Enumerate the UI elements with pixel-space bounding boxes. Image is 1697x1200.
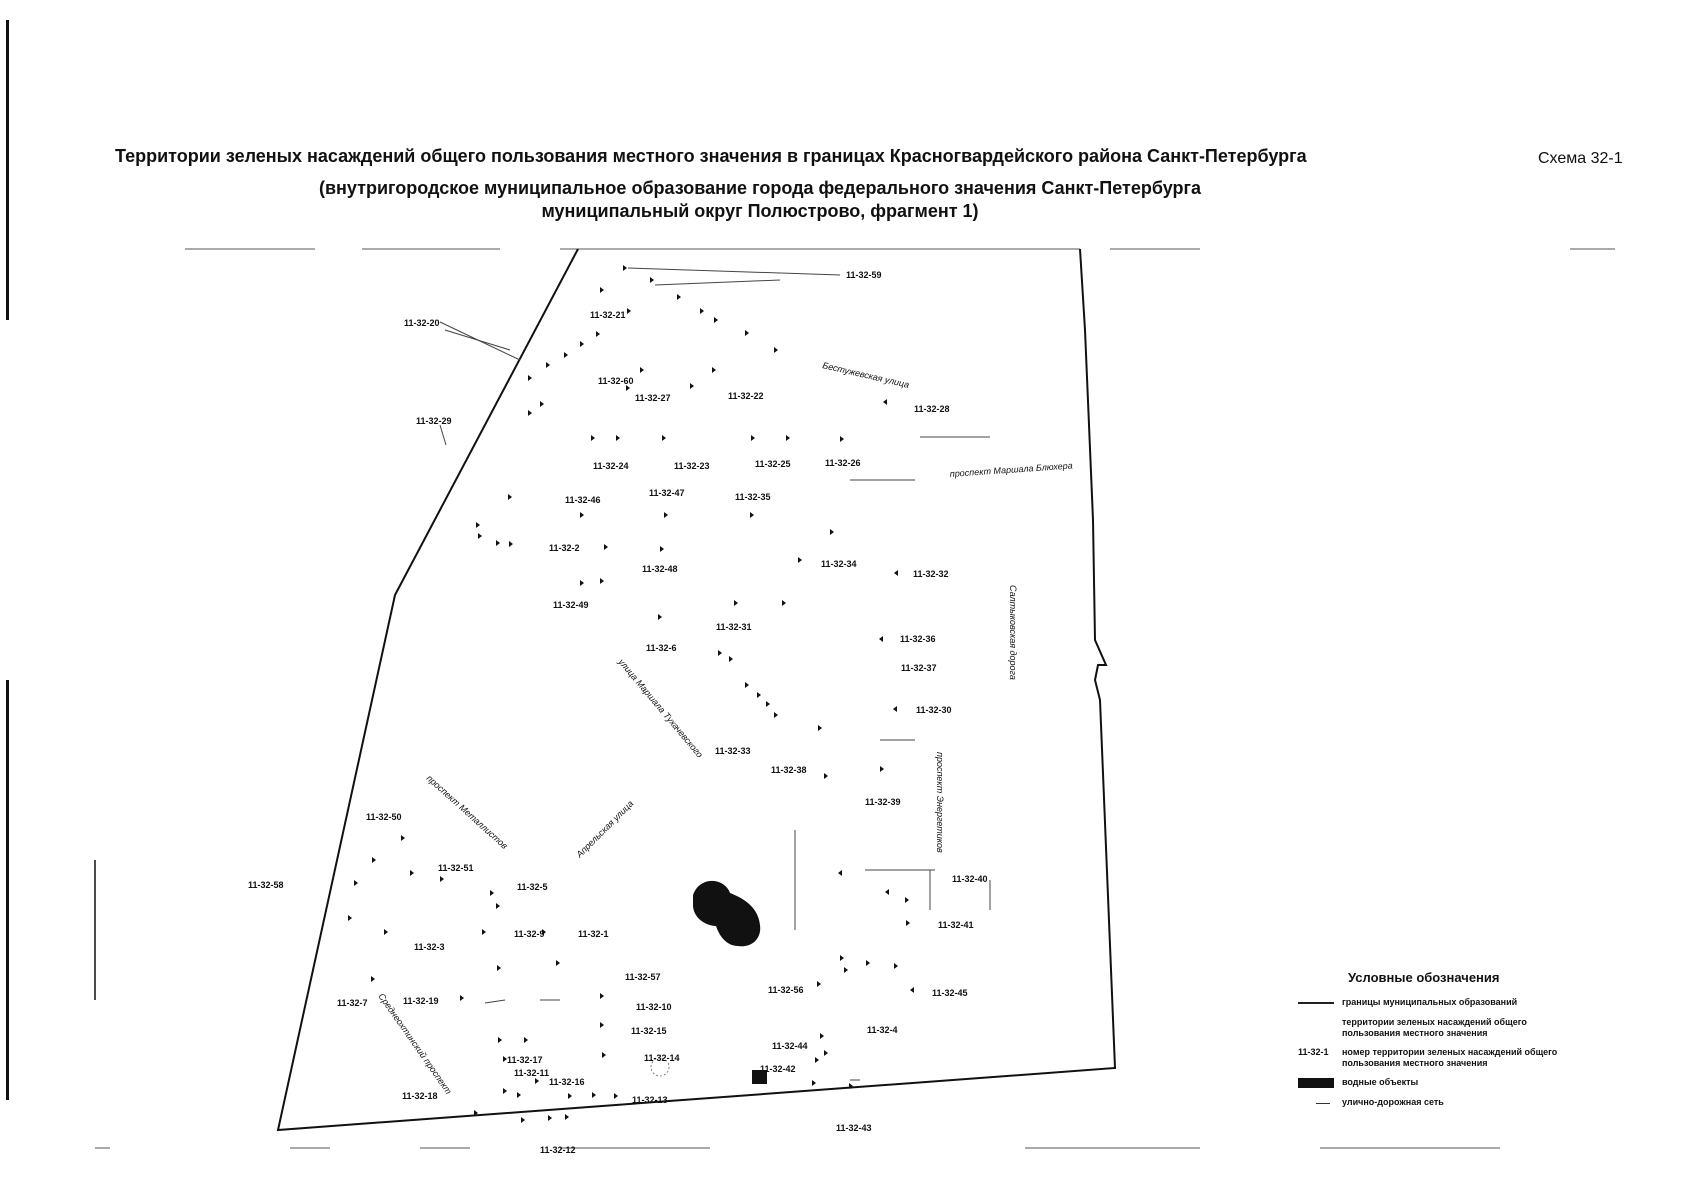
water-body-pond bbox=[693, 880, 761, 947]
territory-label: 11-32-43 bbox=[836, 1123, 872, 1133]
scheme-label: Схема 32-1 bbox=[1538, 150, 1623, 167]
territory-label: 11-32-17 bbox=[507, 1055, 543, 1065]
territory-label: 11-32-16 bbox=[549, 1077, 585, 1087]
territory-label: 11-32-27 bbox=[635, 393, 671, 403]
territory-labels: 11-32-59 11-32-21 11-32-20 11-32-60 11-3… bbox=[248, 270, 988, 1155]
legend-title: Условные обозначения bbox=[1348, 970, 1500, 985]
number-sample: 11-32-1 bbox=[1298, 1047, 1329, 1057]
territory-label: 11-32-60 bbox=[598, 376, 634, 386]
territory-label: 11-32-42 bbox=[760, 1064, 796, 1074]
territory-label: 11-32-19 bbox=[403, 996, 439, 1006]
territory-label: 11-32-10 bbox=[636, 1002, 672, 1012]
territory-label: 11-32-50 bbox=[366, 812, 402, 822]
territory-label: 11-32-36 bbox=[900, 634, 936, 644]
street-metallistov: проспект Металлистов bbox=[425, 773, 510, 851]
legend: Условные обозначения границы муниципальн… bbox=[1298, 970, 1598, 1117]
territory-label: 11-32-20 bbox=[404, 318, 440, 328]
territory-label: 11-32-5 bbox=[517, 882, 548, 892]
territory-label: 11-32-51 bbox=[438, 863, 474, 873]
territory-label: 11-32-58 bbox=[248, 880, 284, 890]
territory-label: 11-32-35 bbox=[735, 492, 771, 502]
territory-label: 11-32-21 bbox=[590, 310, 626, 320]
territory-label: 11-32-28 bbox=[914, 404, 950, 414]
territory-label: 11-32-33 bbox=[715, 746, 751, 756]
territory-label: 11-32-13 bbox=[632, 1095, 668, 1105]
street-saltykovskaya: Салтыковская дорога bbox=[1008, 585, 1018, 680]
legend-item-water: водные объекты bbox=[1298, 1077, 1598, 1089]
scan-edge-bottom bbox=[6, 680, 9, 1100]
territory-label: 11-32-23 bbox=[674, 461, 710, 471]
street-names: Бестужевская улица проспект Маршала Блюх… bbox=[376, 360, 1073, 1096]
water-swatch-icon bbox=[1298, 1078, 1334, 1088]
territory-label: 11-32-45 bbox=[932, 988, 968, 998]
water-body-small bbox=[752, 1070, 767, 1084]
frame-lines bbox=[94, 248, 1615, 1149]
territory-label: 11-32-57 bbox=[625, 972, 661, 982]
territory-label: 11-32-40 bbox=[952, 874, 988, 884]
territory-label: 11-32-25 bbox=[755, 459, 791, 469]
map-title-line-1: Территории зеленых насаждений общего пол… bbox=[115, 146, 1307, 166]
territory-label: 11-32-4 bbox=[867, 1025, 898, 1035]
territory-label: 11-32-3 bbox=[414, 942, 445, 952]
territory-label: 11-32-7 bbox=[337, 998, 368, 1008]
road-network bbox=[439, 267, 991, 1081]
territory-label: 11-32-24 bbox=[593, 461, 629, 471]
territory-label: 11-32-31 bbox=[716, 622, 752, 632]
territory-markers bbox=[348, 265, 914, 1123]
small-feature-circle bbox=[650, 1057, 670, 1077]
municipal-boundary bbox=[276, 248, 1117, 1132]
legend-item-boundary: границы муниципальных образований bbox=[1298, 997, 1598, 1009]
territory-label: 11-32-37 bbox=[901, 663, 937, 673]
territory-label: 11-32-1 bbox=[578, 929, 609, 939]
territory-label: 11-32-34 bbox=[821, 559, 857, 569]
territory-label: 11-32-38 bbox=[771, 765, 807, 775]
territory-label: 11-32-47 bbox=[649, 488, 685, 498]
territory-label: 11-32-46 bbox=[565, 495, 601, 505]
territory-label: 11-32-56 bbox=[768, 985, 804, 995]
legend-item-number: 11-32-1 номер территории зеленых насажде… bbox=[1298, 1047, 1558, 1068]
territory-label: 11-32-18 bbox=[402, 1091, 438, 1101]
road-line-icon bbox=[1316, 1103, 1330, 1104]
street-sredneokhtinsky: Среднеохтинский проспект bbox=[376, 991, 454, 1096]
scan-edge-top bbox=[6, 20, 9, 320]
map-title-line-2: (внутригородское муниципальное образован… bbox=[319, 178, 1201, 198]
territory-label: 11-32-15 bbox=[631, 1026, 667, 1036]
street-aprelskaya: Апрельская улица bbox=[574, 798, 636, 860]
territory-label: 11-32-12 bbox=[540, 1145, 576, 1155]
territory-label: 11-32-6 bbox=[646, 643, 677, 653]
legend-item-roads: улично-дорожная сеть bbox=[1298, 1097, 1598, 1109]
territory-label: 11-32-41 bbox=[938, 920, 974, 930]
territory-label: 11-32-9 bbox=[514, 929, 545, 939]
street-bestuzhevskaya: Бестужевская улица bbox=[822, 360, 911, 390]
street-energetikov: проспект Энергетиков bbox=[935, 752, 945, 853]
territory-label: 11-32-22 bbox=[728, 391, 764, 401]
street-blyukhera: проспект Маршала Блюхера bbox=[949, 460, 1073, 479]
territory-label: 11-32-39 bbox=[865, 797, 901, 807]
territory-label: 11-32-44 bbox=[772, 1041, 808, 1051]
territory-label: 11-32-2 bbox=[549, 543, 580, 553]
territory-label: 11-32-26 bbox=[825, 458, 861, 468]
territory-label: 11-32-32 bbox=[913, 569, 949, 579]
territory-label: 11-32-14 bbox=[644, 1053, 680, 1063]
territory-label: 11-32-48 bbox=[642, 564, 678, 574]
street-tukhachevskogo: улица Маршала Тухачевского bbox=[616, 656, 705, 759]
legend-item-green: территории зеленых насаждений общего пол… bbox=[1342, 1017, 1527, 1038]
territory-label: 11-32-29 bbox=[416, 416, 452, 426]
boundary-line-icon bbox=[1298, 1002, 1334, 1004]
territory-label: 11-32-30 bbox=[916, 705, 952, 715]
territory-label: 11-32-49 bbox=[553, 600, 589, 610]
map-title-line-3: муниципальный округ Полюстрово, фрагмент… bbox=[541, 201, 979, 221]
territory-label: 11-32-59 bbox=[846, 270, 882, 280]
territory-label: 11-32-11 bbox=[514, 1068, 549, 1078]
